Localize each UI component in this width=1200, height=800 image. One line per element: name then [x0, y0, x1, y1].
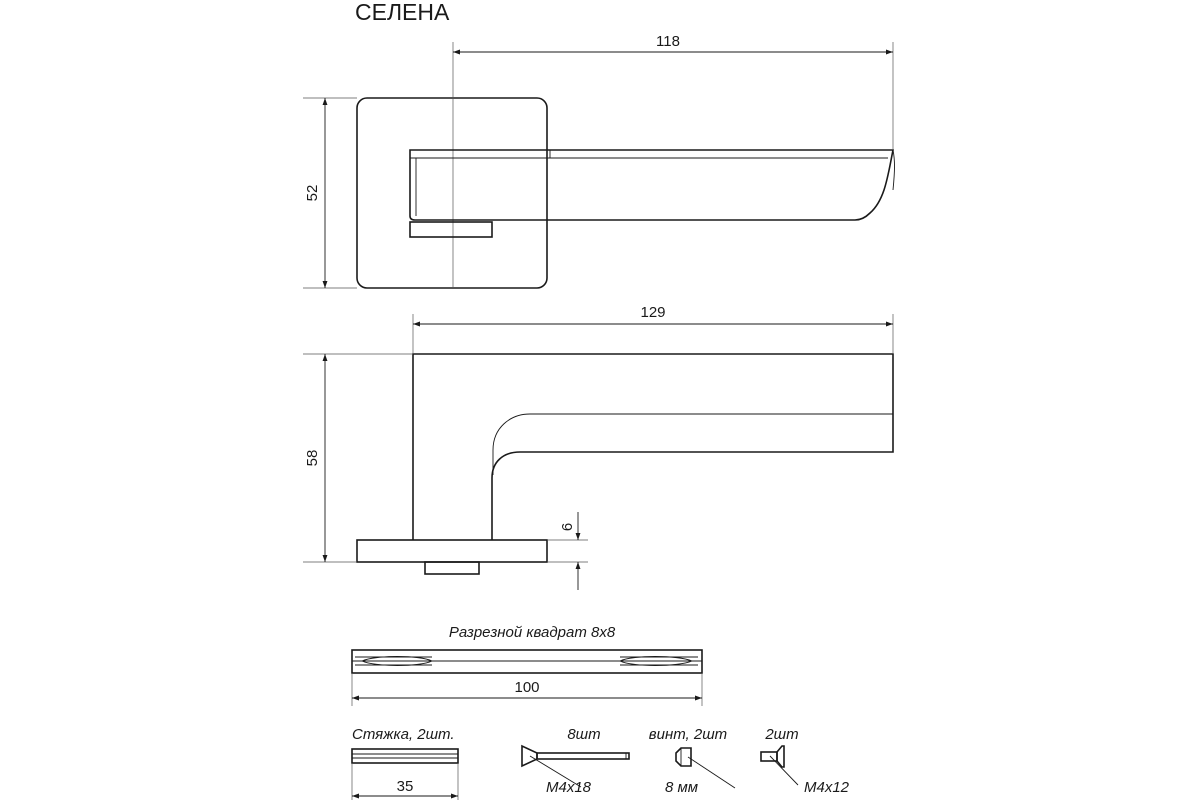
screw-m4x18-size: М4х18	[546, 779, 592, 796]
screw-m4x18: 8шт М4х18	[521, 726, 630, 796]
side-view-height-label: 58	[304, 450, 321, 467]
side-view: 129 58 6	[303, 304, 894, 590]
spindle: Разрезной квадрат 8х8 100	[351, 624, 703, 706]
screw-m4x18-head	[521, 744, 538, 768]
top-view: 118 52	[303, 33, 895, 289]
spindle-bar	[351, 649, 703, 674]
side-view-width-label: 129	[640, 304, 665, 321]
tie-rod-length-label: 35	[397, 778, 414, 795]
spindle-caption: Разрезной квадрат 8х8	[449, 624, 616, 641]
drawing-title: СЕЛЕНА	[355, 0, 450, 25]
top-view-lever	[409, 149, 894, 221]
screw-m4x12-count: 2шт	[764, 726, 798, 743]
top-view-height-label: 52	[304, 185, 321, 202]
tie-rod: Стяжка, 2шт. 35	[351, 726, 459, 800]
top-view-rose	[356, 97, 548, 289]
side-view-rose	[356, 539, 548, 563]
tie-rod-body	[351, 748, 459, 764]
screw-m4x18-shank	[536, 752, 630, 760]
screw-m4x18-count: 8шт	[567, 726, 600, 743]
screw-m4x12-head	[776, 745, 785, 768]
spindle-length-label: 100	[514, 679, 539, 696]
top-view-width-label: 118	[656, 33, 680, 50]
rose-thickness-label: 6	[559, 523, 576, 531]
set-screw: винт, 2шт 8 мм	[649, 726, 736, 796]
screw-m4x12-shank	[760, 751, 778, 762]
screw-m4x12-size: М4х12	[804, 779, 850, 796]
set-screw-count: винт, 2шт	[649, 726, 727, 743]
top-view-neck	[409, 221, 493, 238]
tie-rod-caption: Стяжка, 2шт.	[352, 726, 455, 743]
screw-m4x12: 2шт М4х12	[760, 726, 850, 796]
side-view-spindle-stub	[424, 561, 480, 575]
side-view-lever	[412, 353, 894, 540]
set-screw-size: 8 мм	[665, 779, 698, 796]
